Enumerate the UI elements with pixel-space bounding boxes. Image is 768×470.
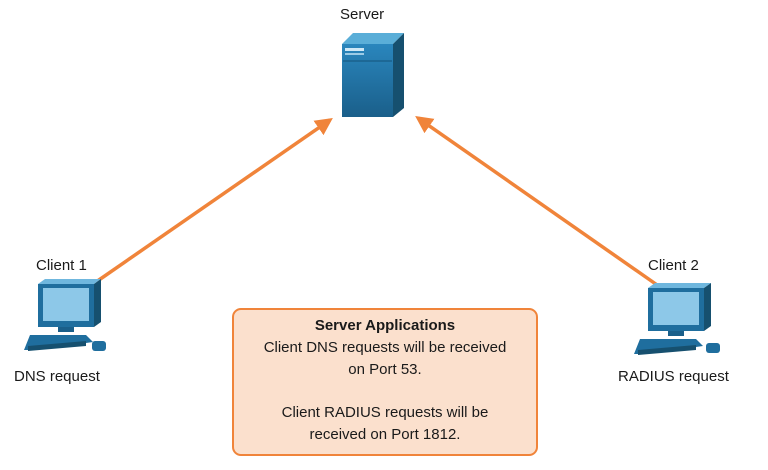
server-icon (342, 33, 404, 117)
computer-icon (24, 279, 106, 351)
arrow-client2-to-server (415, 115, 662, 289)
computer-icon (634, 283, 720, 355)
client1-caption: DNS request (14, 368, 100, 385)
arrow-client1-to-server (95, 118, 333, 284)
server-label: Server (340, 6, 385, 23)
info-box-title: Server Applications (314, 317, 456, 334)
info-box-line: on Port 53. (348, 361, 422, 378)
info-box-spacer (234, 381, 536, 402)
info-box-line: Client RADIUS requests will be (281, 404, 489, 421)
info-box-line: Client DNS requests will be received (263, 339, 507, 356)
client2-caption: RADIUS request (618, 368, 729, 385)
client2-label: Client 2 (648, 257, 699, 274)
server-applications-box: Server Applications Client DNS requests … (232, 308, 538, 456)
client1-label: Client 1 (36, 257, 87, 274)
info-box-line: received on Port 1812. (309, 426, 461, 443)
